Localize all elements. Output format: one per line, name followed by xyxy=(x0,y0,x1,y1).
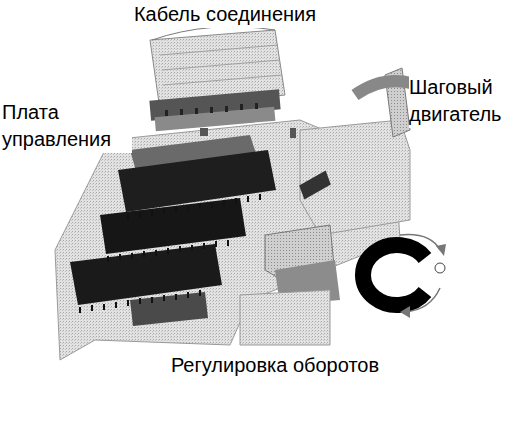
part-label: Кабель соединения xyxy=(134,1,316,28)
part-label: Регулировка оборотов xyxy=(171,352,379,379)
part-label: Шаговый двигатель xyxy=(409,74,517,128)
connection-cable xyxy=(149,27,285,132)
part-label: Плата управления xyxy=(2,99,132,153)
speed-regulator xyxy=(240,225,446,345)
